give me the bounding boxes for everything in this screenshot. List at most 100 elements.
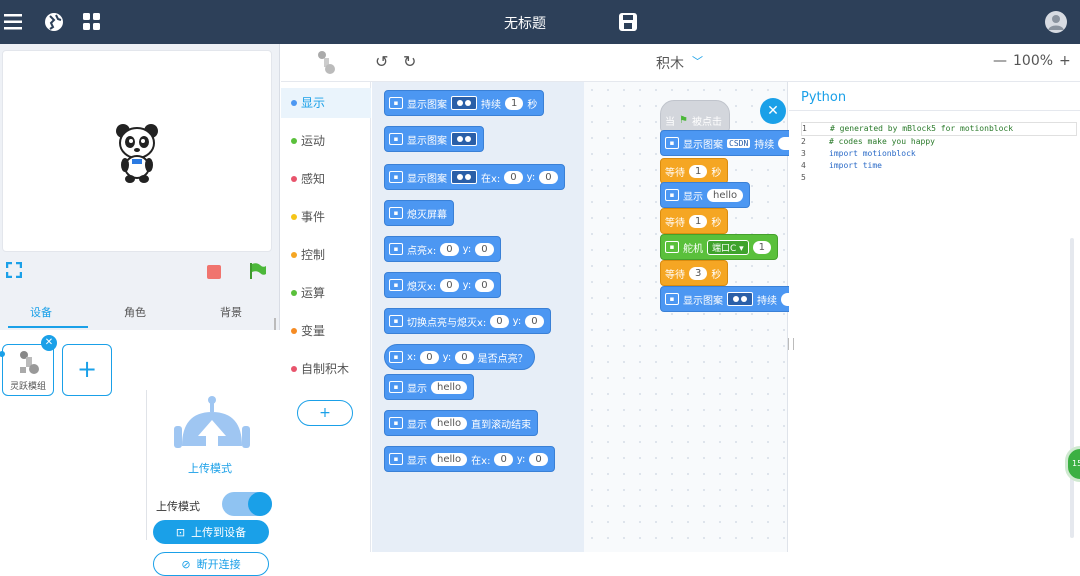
undo-icon[interactable]: ↺ xyxy=(375,52,389,71)
block-input[interactable]: 0 xyxy=(529,452,548,466)
upload-mode-icon xyxy=(174,396,250,452)
category-variables[interactable]: 变量 xyxy=(291,322,325,339)
block-input[interactable]: 0 xyxy=(440,278,459,292)
stage-canvas[interactable] xyxy=(2,50,272,252)
stop-icon[interactable] xyxy=(206,264,222,280)
editor-toolbar: ↺ ↻ 积木 ﹀ — 100% + xyxy=(281,44,1080,82)
image-picker[interactable] xyxy=(727,292,753,306)
upload-to-device-button[interactable]: ⊡上传到设备 xyxy=(153,520,269,544)
block-show-image[interactable]: ▪显示图案 xyxy=(384,126,484,152)
globe-icon[interactable] xyxy=(42,10,66,34)
save-icon[interactable] xyxy=(616,10,640,34)
category-control[interactable]: 控制 xyxy=(291,246,325,263)
green-flag-icon[interactable] xyxy=(248,262,268,280)
script-show-image-2[interactable]: ▪显示图案持续 xyxy=(660,286,806,312)
block-input[interactable]: 0 xyxy=(440,242,459,256)
block-input[interactable]: 0 xyxy=(490,314,509,328)
block-input[interactable]: 0 xyxy=(475,242,494,256)
block-input[interactable]: 0 xyxy=(525,314,544,328)
block-input[interactable]: hello xyxy=(707,188,744,202)
device-card[interactable]: 灵跃模组 ✕ xyxy=(0,335,57,396)
block-text: 等待 xyxy=(665,269,685,281)
panda-sprite[interactable] xyxy=(113,121,161,185)
category-operators[interactable]: 运算 xyxy=(291,284,325,301)
zoom-out-button[interactable]: — xyxy=(993,53,1007,69)
menu-icon[interactable] xyxy=(2,10,26,34)
panel-resize-handle[interactable] xyxy=(788,338,794,350)
block-text: 显示图案 xyxy=(407,135,447,147)
tab-devices[interactable]: 设备 xyxy=(30,306,52,319)
upload-mode-toggle[interactable] xyxy=(222,492,272,516)
image-picker[interactable]: CSDN xyxy=(727,138,751,148)
block-input[interactable]: hello xyxy=(431,380,468,394)
code-scrollbar[interactable] xyxy=(1070,238,1074,538)
block-clear-screen[interactable]: ▪熄灭屏幕 xyxy=(384,200,454,226)
active-tab-indicator xyxy=(8,326,88,328)
image-picker[interactable] xyxy=(451,96,477,110)
mode-selector[interactable]: 积木 ﹀ xyxy=(656,53,703,73)
redo-icon[interactable]: ↻ xyxy=(403,52,417,71)
block-input[interactable]: hello xyxy=(431,452,468,466)
avatar-icon[interactable] xyxy=(1044,10,1068,34)
block-input[interactable]: 1 xyxy=(505,96,524,110)
block-categories: 显示 运动 感知 事件 控制 运算 变量 自制积木 + xyxy=(281,82,371,552)
resize-handle[interactable] xyxy=(274,318,276,332)
block-input[interactable]: 1 xyxy=(752,240,772,254)
block-input[interactable]: 0 xyxy=(494,452,513,466)
project-title[interactable]: 无标题 xyxy=(504,16,546,32)
fullscreen-icon[interactable] xyxy=(6,262,22,278)
grid-apps-icon[interactable] xyxy=(80,10,104,34)
remove-device-icon[interactable]: ✕ xyxy=(41,335,57,351)
block-input[interactable]: 1 xyxy=(689,164,708,178)
led-matrix-icon: ▪ xyxy=(665,137,679,149)
script-servo[interactable]: ▪舵机端口C ▾1 xyxy=(660,234,779,260)
block-input[interactable]: 0 xyxy=(475,278,494,292)
category-display[interactable]: 显示 xyxy=(291,94,325,111)
block-input[interactable]: 0 xyxy=(504,170,523,184)
image-picker[interactable] xyxy=(451,170,477,184)
block-input[interactable]: 3 xyxy=(689,266,708,280)
zoom-in-button[interactable]: + xyxy=(1059,53,1071,69)
port-dropdown[interactable]: 端口C ▾ xyxy=(707,239,749,255)
when-flag-clicked-block[interactable]: 当⚑被点击 xyxy=(660,100,730,132)
block-text: 秒 xyxy=(711,269,722,281)
category-motion[interactable]: 运动 xyxy=(291,132,325,149)
feedback-badge[interactable]: 15 xyxy=(1065,446,1080,482)
block-input[interactable]: hello xyxy=(431,416,468,430)
block-input[interactable]: 0 xyxy=(539,170,558,184)
image-picker[interactable] xyxy=(451,132,477,146)
category-dot xyxy=(291,99,297,106)
block-text: 被点击 xyxy=(691,116,722,128)
add-device-button[interactable]: + xyxy=(62,344,112,396)
disconnect-button[interactable]: ⊘断开连接 xyxy=(153,552,269,576)
close-code-panel-icon[interactable]: ✕ xyxy=(760,98,786,124)
category-sensing[interactable]: 感知 xyxy=(291,170,325,187)
code-view[interactable]: 1# generated by mBlock5 for motionblock … xyxy=(801,122,1077,184)
tab-backgrounds[interactable]: 背景 xyxy=(220,306,242,319)
add-extension-button[interactable]: + xyxy=(297,400,353,426)
block-input[interactable]: 1 xyxy=(689,214,708,228)
block-input[interactable]: 0 xyxy=(420,350,439,364)
block-input[interactable]: 0 xyxy=(455,350,474,364)
category-events[interactable]: 事件 xyxy=(291,208,325,225)
tab-sprites[interactable]: 角色 xyxy=(124,306,146,319)
category-my-blocks[interactable]: 自制积木 xyxy=(291,360,349,377)
category-dot xyxy=(291,137,297,144)
